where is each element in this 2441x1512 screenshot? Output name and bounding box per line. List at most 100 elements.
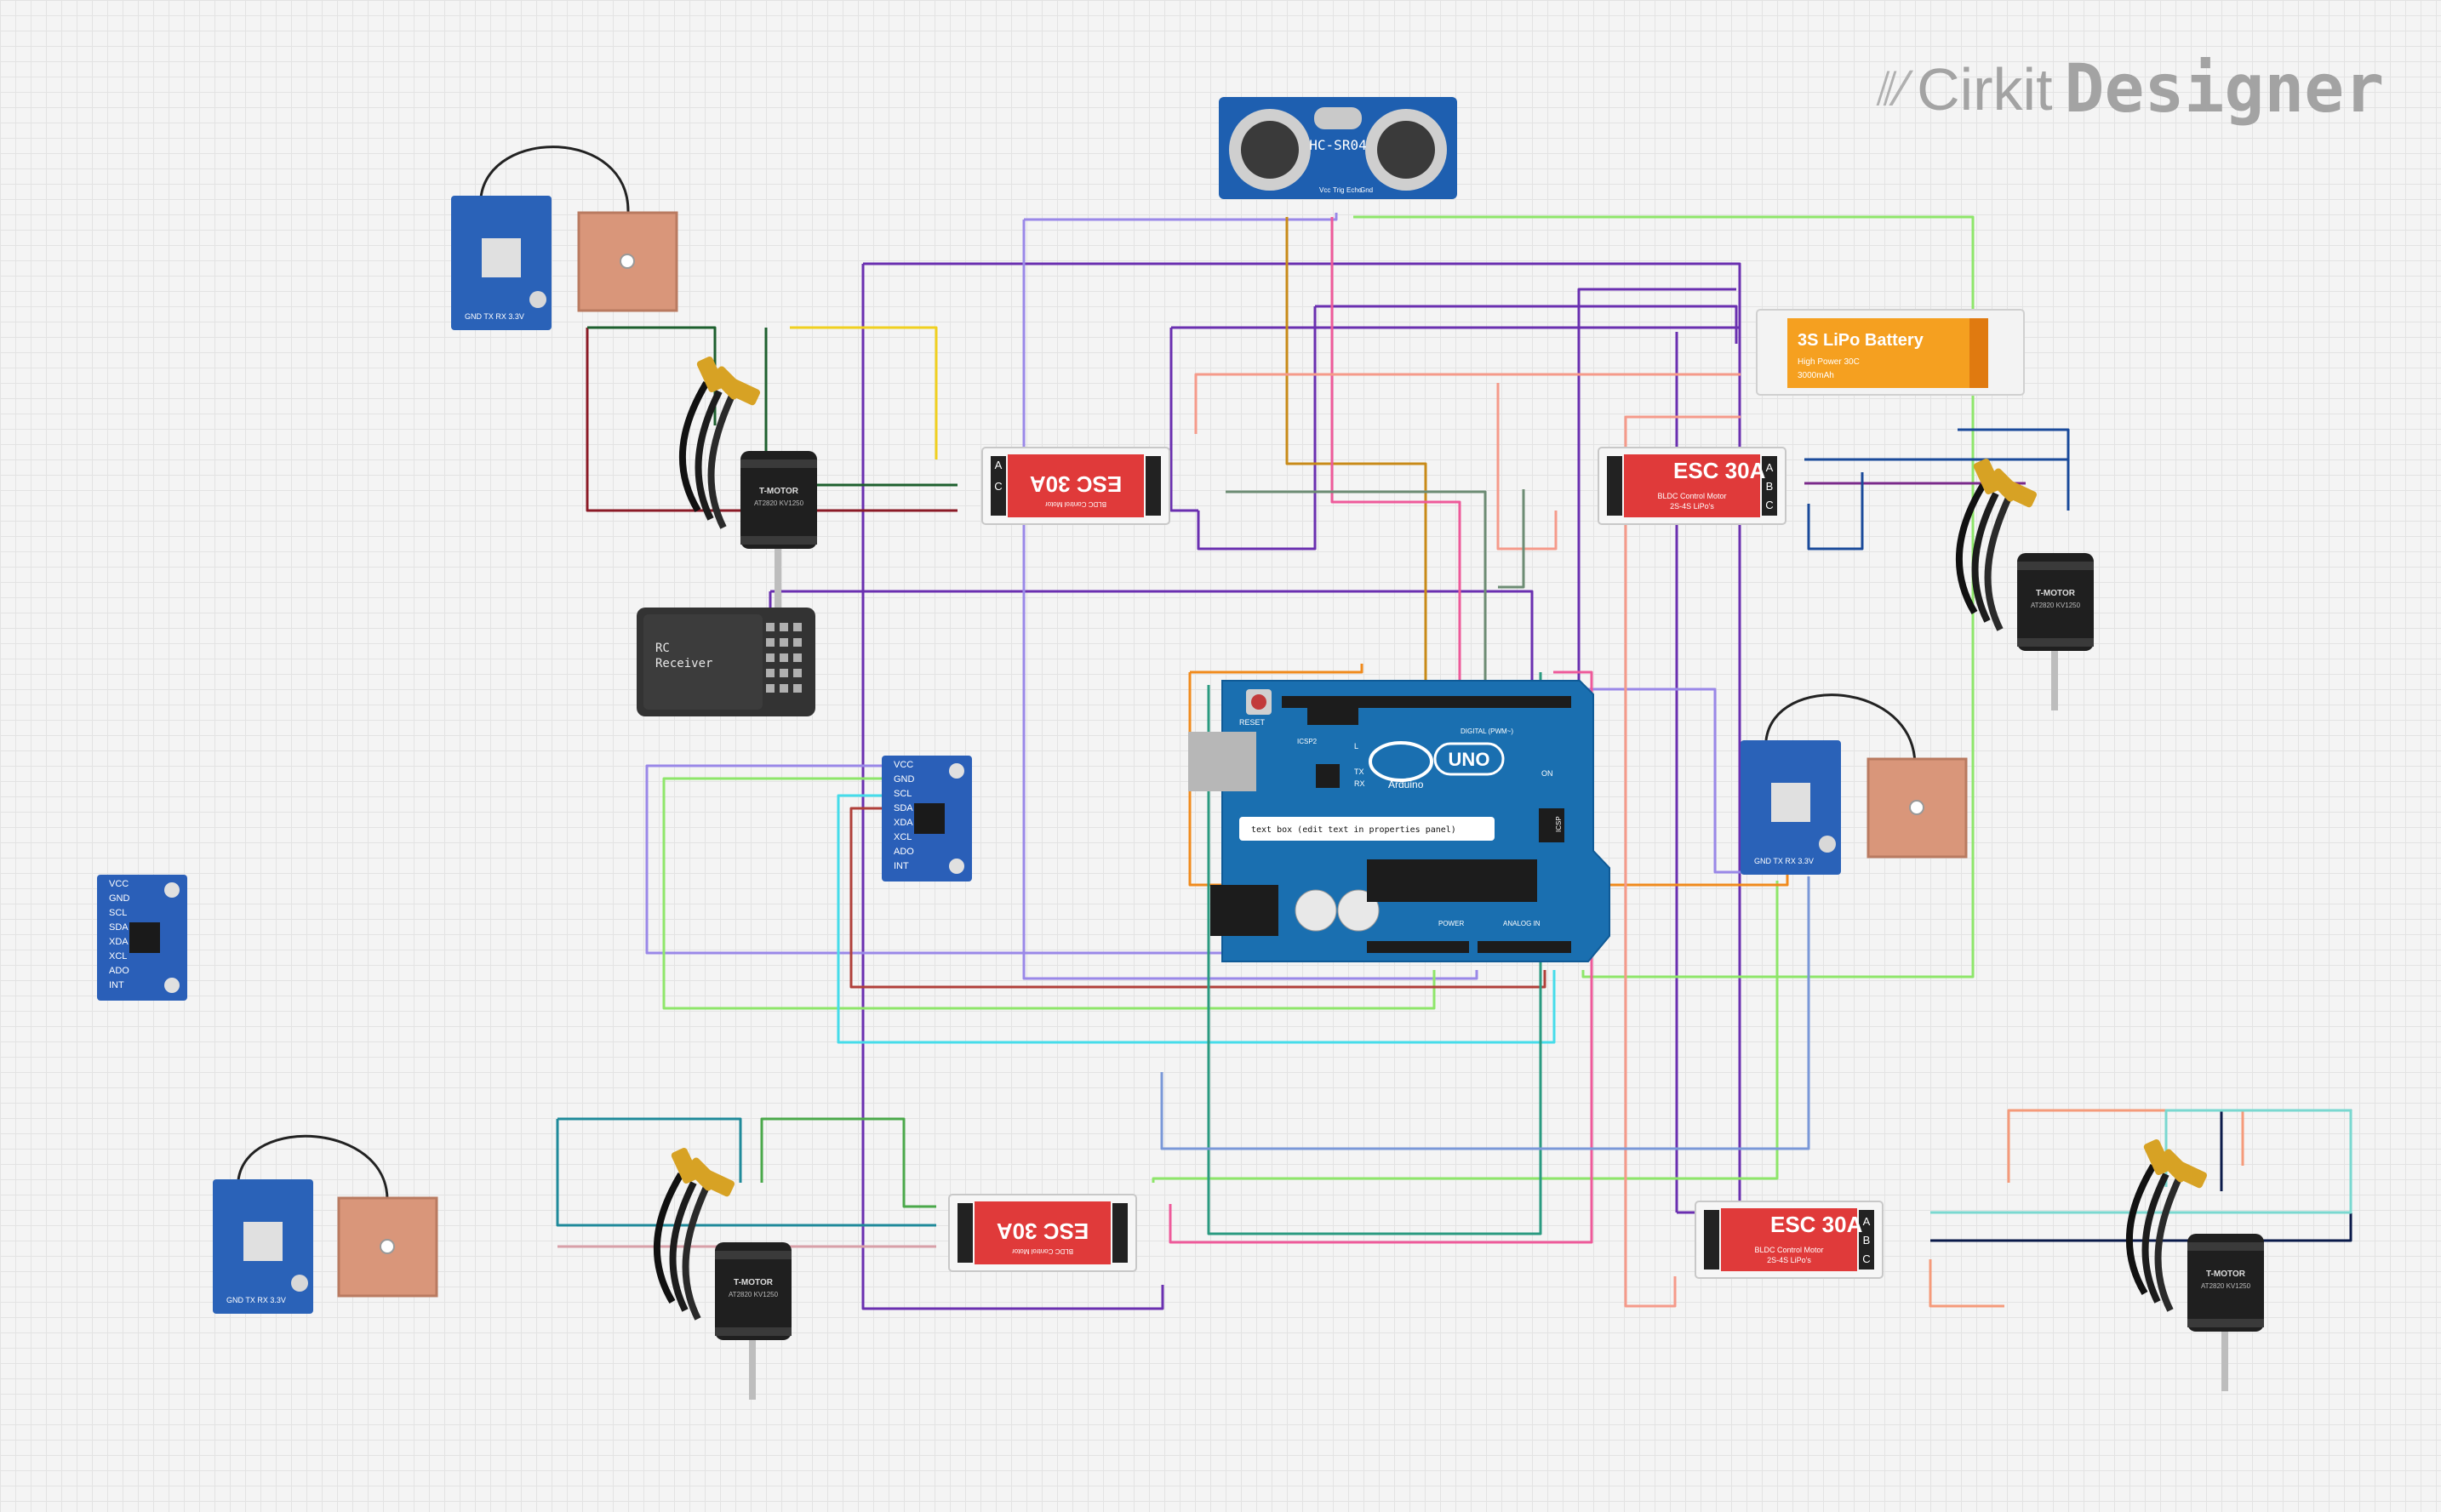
motor-top-right[interactable]: T-MOTOR AT2820 KV1250 [1959,458,2094,710]
esc-top-right[interactable]: ESC 30A BLDC Control Motor 2S-4S LiPo's … [1598,447,1786,525]
arduino-brand: Arduino [1388,779,1424,790]
mpu-pin: SDA [109,922,129,933]
esc-phase-c: C [1765,499,1773,511]
logo-word-designer: Designer [2064,51,2385,128]
esc-title: ESC 30A [1673,458,1766,483]
wire[interactable] [1930,1109,2352,1242]
motor-model: AT2820 KV1250 [729,1291,779,1298]
mpu-pin: XDA [109,937,129,947]
wire[interactable] [237,1134,389,1201]
mpu-pin: VCC [894,760,913,770]
wire[interactable] [837,794,1556,1044]
esc-title: ESC 30A [1030,471,1123,497]
wire[interactable] [1169,328,1198,512]
power-jack [1210,885,1278,936]
mpu-pin: XCL [894,832,912,842]
logo-word-cirkit: Cirkit [1917,56,2053,123]
esc-bottom-right[interactable]: ESC 30A BLDC Control Motor 2S-4S LiPo's … [1695,1201,1884,1279]
mpu-pin: XCL [109,951,127,961]
wire[interactable] [1807,472,1864,551]
wire[interactable] [1930,1109,2352,1214]
wire[interactable] [1498,489,1525,589]
wire[interactable] [1577,288,1736,693]
power-label: POWER [1438,920,1464,927]
wire[interactable] [1152,881,1779,1183]
ultrasonic-pin: Echo [1346,186,1363,194]
power-header[interactable] [1367,941,1469,953]
ultrasonic-pin: Gnd [1360,186,1373,194]
motor-bottom-left[interactable]: T-MOTOR AT2820 KV1250 [657,1147,792,1400]
gps-bottom-left[interactable]: GND TX RX 3.3V [213,1179,438,1314]
wire[interactable] [1160,876,1810,1150]
wire[interactable] [1330,217,1461,693]
wire[interactable] [1022,220,1478,980]
analog-header[interactable] [1478,941,1571,953]
gps-pins: GND TX RX 3.3V [1754,857,1814,865]
wire[interactable] [1315,305,1738,344]
mpu-pin: XDA [894,818,913,828]
wire[interactable] [861,264,1164,1310]
wire[interactable] [1194,373,1741,434]
battery-title: 3S LiPo Battery [1798,331,1924,350]
motor-brand: T-MOTOR [759,487,799,496]
digital-header[interactable] [1282,696,1571,708]
wire[interactable] [1169,670,1593,1244]
wire[interactable] [1285,217,1427,693]
wire[interactable] [849,807,1546,989]
wire[interactable] [1624,415,1741,1308]
gps-mid-right[interactable]: GND TX RX 3.3V [1741,740,1968,875]
wire[interactable] [1496,383,1558,551]
wires[interactable] [237,145,2352,1310]
text-box[interactable] [1239,817,1495,841]
wire[interactable] [1190,664,1363,674]
motor-brand: T-MOTOR [734,1278,774,1287]
motor-brand: T-MOTOR [2206,1270,2246,1279]
arduino-uno[interactable]: RESET ICSP2 DIGITAL (PWM~) L TX RX Ardui… [1188,680,1610,962]
lipo-battery[interactable]: 3S LiPo Battery High Power 30C 3000mAh [1756,309,2025,396]
wire[interactable] [770,590,1534,693]
mpu6050-spare[interactable]: VCC GND SCL SDA XDA XCL ADO INT [97,875,187,1001]
esc-sub: BLDC Control Motor [1045,500,1106,508]
motor-bottom-right[interactable]: T-MOTOR AT2820 KV1250 [2129,1138,2264,1391]
ultrasonic-sensor[interactable]: HC-SR04 Vcc Trig Echo Gnd [1219,97,1457,199]
arduino-logo-icon [1369,741,1433,782]
wire[interactable] [1353,215,1975,979]
wire[interactable] [1024,213,1338,221]
mpu-pin: INT [109,980,124,990]
esc-bottom-left[interactable]: ESC 30A BLDC Control Motor [948,1194,1137,1272]
wire[interactable] [662,777,1436,1010]
wire[interactable] [790,326,938,459]
icsp2-label: ICSP2 [1297,738,1318,745]
esc-phase-b: B [1766,480,1774,493]
ultrasonic-pin: Vcc [1319,186,1330,194]
cirkit-designer-logo: ⫽⁄ Cirkit Designer [1877,51,2384,128]
wire[interactable] [1958,428,2070,511]
mpu-pin: GND [109,893,130,904]
wire[interactable] [1226,490,1487,693]
wire[interactable] [760,1117,936,1208]
esc-top-left[interactable]: ESC 30A BLDC Control Motor C A [981,447,1170,525]
wire[interactable] [2007,1109,2244,1183]
arduino-model: UNO [1449,749,1490,770]
mpu-pin: SCL [109,908,127,918]
ultrasonic-pin: Trig [1333,186,1344,194]
wire[interactable] [586,328,958,512]
esc-phase-a: A [995,459,1003,471]
gps-top-left[interactable]: GND TX RX 3.3V [451,196,678,330]
wire[interactable] [1764,693,1917,767]
esc-sub: 2S-4S LiPo's [1767,1256,1811,1264]
wire[interactable] [557,1117,742,1183]
mpu6050-main[interactable]: VCC GND SCL SDA XDA XCL ADO INT [882,756,972,882]
wire[interactable] [1528,688,1745,874]
wire[interactable] [479,145,630,214]
wire[interactable] [1197,306,1317,551]
wire[interactable] [556,1119,936,1227]
motor-top-left[interactable]: T-MOTOR AT2820 KV1250 [683,356,817,608]
rc-receiver[interactable]: RC Receiver [637,608,815,716]
ultrasonic-label: HC-SR04 [1309,137,1366,153]
rc-label: Receiver [655,657,712,670]
l-led-label: L [1354,742,1358,750]
wire[interactable] [1929,1259,2004,1308]
